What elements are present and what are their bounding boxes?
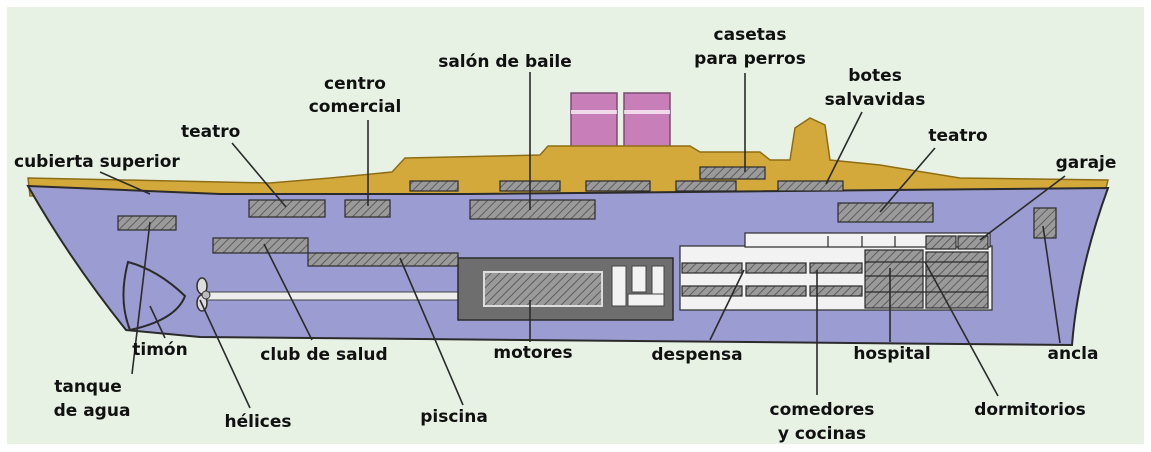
label-comedores-1: comedores: [770, 400, 875, 420]
diagram-labels: cubierta superior teatro centro comercia…: [14, 25, 1116, 444]
label-hospital: hospital: [853, 344, 930, 364]
label-ancla: ancla: [1048, 344, 1099, 364]
label-dormitorios: dormitorios: [974, 400, 1086, 420]
label-centro-2: comercial: [309, 97, 402, 117]
label-helices: hélices: [224, 412, 291, 432]
label-garaje: garaje: [1056, 153, 1117, 173]
label-club-de-salud: club de salud: [260, 345, 387, 365]
leader-lines: [99, 72, 1066, 409]
label-motores: motores: [493, 343, 572, 363]
label-piscina: piscina: [420, 407, 488, 427]
label-comedores-2: y cocinas: [778, 424, 866, 444]
engine-room: [457, 257, 674, 321]
label-casetas-2: para perros: [694, 49, 806, 69]
label-salon-de-baile: salón de baile: [438, 52, 572, 72]
label-centro-1: centro: [324, 74, 386, 94]
label-teatro-2: teatro: [928, 126, 987, 146]
funnels: [570, 92, 671, 154]
label-tanque-1: tanque: [54, 377, 122, 397]
label-teatro-1: teatro: [181, 122, 240, 142]
label-timon: timón: [132, 340, 187, 360]
label-despensa: despensa: [651, 345, 742, 365]
label-casetas-1: casetas: [714, 25, 787, 45]
label-botes-1: botes: [848, 66, 902, 86]
label-cubierta-superior: cubierta superior: [14, 152, 180, 172]
upper-deck: [27, 117, 1109, 197]
label-botes-2: salvavidas: [825, 90, 926, 110]
label-tanque-2: de agua: [54, 401, 131, 421]
propeller-assembly: [196, 277, 491, 312]
